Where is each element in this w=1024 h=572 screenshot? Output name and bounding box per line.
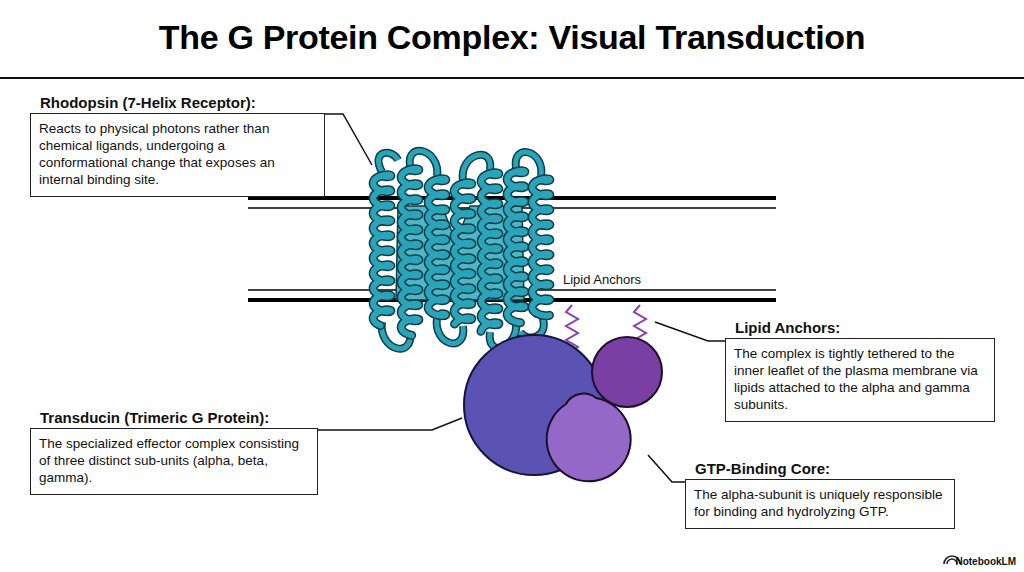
helix-outline [507,171,525,323]
helix-loop [378,153,398,172]
helix-outline [428,179,446,316]
helix-loop [378,153,398,172]
callout-text: The complex is tightly tethered to the i… [725,338,995,422]
watermark: NotebookLM [955,556,1016,567]
callout-box: Lipid Anchors:The complex is tightly tet… [725,318,995,422]
callout-heading: GTP-Binding Core: [685,459,955,479]
header-rule [0,77,1024,79]
alpha-helix [373,175,391,326]
helix-outline [401,169,419,336]
rhodopsin-helices [373,151,550,349]
helix-ribbon [373,175,391,326]
leader-lines [318,114,725,482]
callout-heading: Lipid Anchors: [725,318,995,338]
leader-line [318,418,462,430]
alpha-helix [481,173,499,331]
callout-box: GTP-Binding Core:The alpha-subunit is un… [685,459,955,529]
callout-heading: Transducin (Trimeric G Protein): [30,408,318,428]
alpha-helix [428,179,446,316]
helix-outline [481,173,499,331]
alpha-helix [454,183,472,324]
alpha-helix [532,179,550,316]
callout-text: Reacts to physical photons rather than c… [30,113,325,197]
transducin-complex [464,335,662,481]
leader-line [648,455,685,482]
part-label: Lipid Anchors [563,272,641,287]
callout-box: Rhodopsin (7-Helix Receptor):Reacts to p… [30,93,325,197]
helix-outline [532,179,550,316]
callout-text: The alpha-subunit is uniquely responsibl… [685,479,955,529]
helix-outline [373,175,391,326]
helix-ribbon [481,173,499,331]
callout-heading: Rhodopsin (7-Helix Receptor): [30,93,325,113]
leader-line [325,114,372,165]
alpha-helix [507,171,525,323]
helix-ribbon [454,183,472,324]
helix-ribbon [428,179,446,316]
beta-subunit [547,394,631,482]
callout-box: Transducin (Trimeric G Protein):The spec… [30,408,318,495]
alpha-helix [401,169,419,336]
callout-text: The specialized effector complex consist… [30,428,318,495]
helix-ribbon [401,169,419,336]
helix-outline [454,183,472,324]
helix-ribbon [532,179,550,316]
leader-line [655,322,725,341]
helix-ribbon [507,171,525,323]
gamma-subunit [592,337,662,407]
diagram-title: The G Protein Complex: Visual Transducti… [0,18,1024,57]
